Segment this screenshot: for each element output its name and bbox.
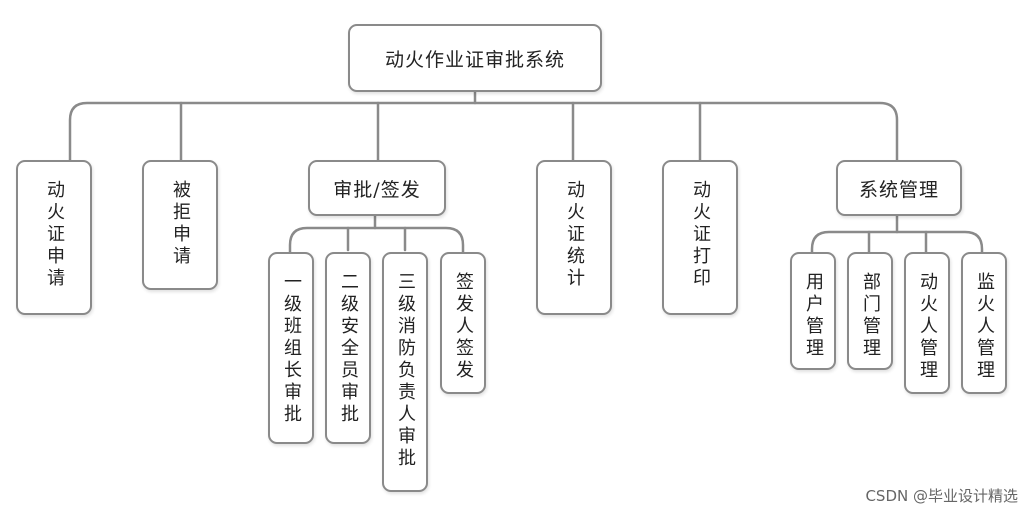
node-label: 动火证申请 [44, 180, 65, 290]
node-approval-issuance: 审批/签发 [308, 160, 446, 216]
node-label: 被拒申请 [170, 180, 191, 268]
node-label: 动火证打印 [690, 180, 711, 290]
node-label: 用户管理 [803, 272, 824, 360]
node-fire-permit-statistics: 动火证统计 [536, 160, 612, 315]
root-node: 动火作业证审批系统 [348, 24, 602, 92]
node-label: 监火人管理 [974, 272, 995, 382]
root-label: 动火作业证审批系统 [384, 48, 565, 71]
node-label: 一级班组长审批 [281, 272, 302, 426]
node-label: 审批/签发 [333, 178, 421, 201]
node-fire-watcher-management: 监火人管理 [961, 252, 1007, 394]
node-label: 二级安全员审批 [338, 272, 359, 426]
watermark: CSDN @毕业设计精选 [865, 487, 1018, 505]
node-label: 部门管理 [860, 272, 881, 360]
node-fire-permit-printing: 动火证打印 [662, 160, 738, 315]
node-label: 签发人签发 [453, 272, 474, 382]
node-level2-safety-officer-approval: 二级安全员审批 [325, 252, 371, 444]
node-level3-fire-chief-approval: 三级消防负责人审批 [382, 252, 428, 492]
node-level1-team-leader-approval: 一级班组长审批 [268, 252, 314, 444]
node-fire-permit-application: 动火证申请 [16, 160, 92, 315]
node-label: 动火人管理 [917, 272, 938, 382]
node-label: 三级消防负责人审批 [395, 272, 416, 470]
node-label: 系统管理 [858, 178, 939, 201]
node-user-management: 用户管理 [790, 252, 836, 370]
node-rejected-applications: 被拒申请 [142, 160, 218, 290]
node-system-management: 系统管理 [836, 160, 962, 216]
node-fire-worker-management: 动火人管理 [904, 252, 950, 394]
node-issuer-signoff: 签发人签发 [440, 252, 486, 394]
node-label: 动火证统计 [564, 180, 585, 290]
node-department-management: 部门管理 [847, 252, 893, 370]
